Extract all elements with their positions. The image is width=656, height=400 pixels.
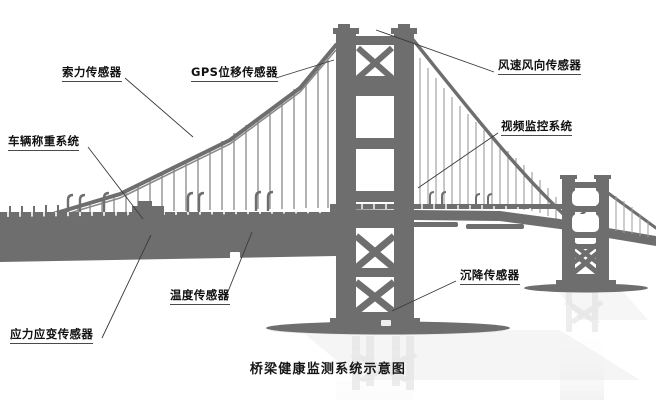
leader-cable-force-sensor	[124, 77, 194, 138]
annotation-video-surveillance[interactable]: 视频监控系统	[501, 120, 573, 136]
water-reflection	[270, 284, 648, 400]
annotation-temperature-sensor[interactable]: 温度传感器	[170, 289, 230, 305]
annotation-stress-strain-sensor[interactable]: 应力应变传感器	[10, 328, 94, 344]
main-tower	[230, 24, 510, 335]
annotation-wind-speed-direction[interactable]: 风速风向传感器	[498, 59, 582, 75]
leader-settlement-sensor	[391, 280, 457, 312]
leader-gps-displacement	[275, 59, 335, 79]
leader-temperature-sensor	[224, 231, 253, 300]
right-tower	[524, 175, 648, 293]
deck-equipment-house	[128, 201, 166, 219]
annotation-gps-displacement[interactable]: GPS位移传感器	[191, 66, 278, 82]
leader-lines	[87, 29, 499, 339]
figure-caption: 桥梁健康监测系统示意图	[249, 362, 407, 377]
annotation-cable-force-sensor[interactable]: 索力传感器	[62, 66, 122, 82]
left-span-hangers	[4, 43, 338, 233]
leader-stress-strain-sensor	[101, 234, 152, 339]
annotation-vehicle-weigh-system[interactable]: 车辆称重系统	[8, 135, 80, 151]
leader-video-surveillance	[417, 132, 499, 189]
annotation-settlement-sensor[interactable]: 沉降传感器	[460, 269, 520, 285]
leader-wind-speed-direction	[375, 29, 495, 73]
leader-vehicle-weigh-system	[87, 146, 144, 220]
right-side-span-hangers	[615, 196, 649, 237]
left-approach-deck	[0, 190, 336, 262]
